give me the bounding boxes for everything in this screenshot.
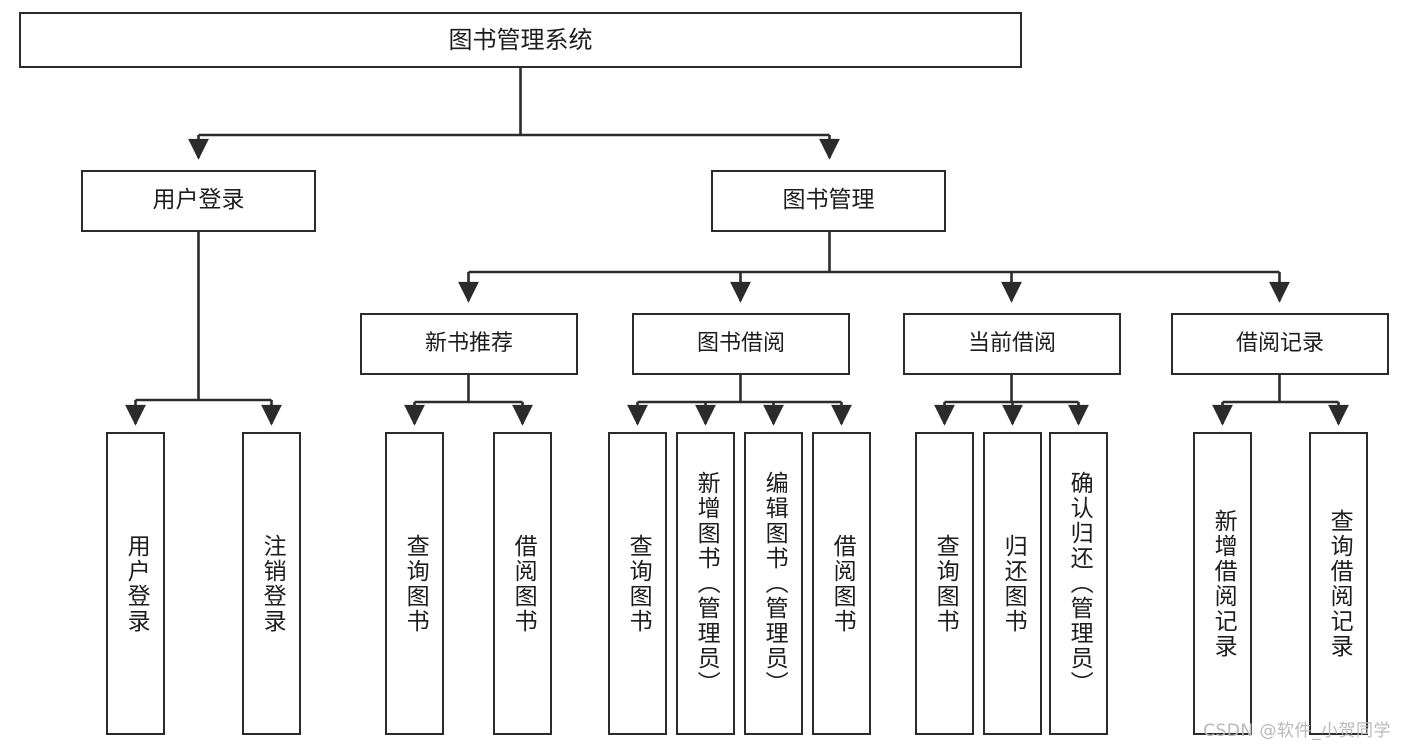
node-book-borrow[interactable]: 图书借阅 bbox=[632, 313, 850, 375]
node-label: 图书借阅 bbox=[696, 331, 785, 357]
node-label: 确认归还（管理员） bbox=[1066, 471, 1093, 696]
node-label: 借阅图书 bbox=[510, 533, 537, 634]
node-label: 查询图书 bbox=[625, 533, 652, 634]
node-label: 新书推荐 bbox=[424, 331, 513, 357]
leaf-borrow-borrow-book[interactable]: 借阅图书 bbox=[812, 432, 871, 735]
node-label: 新增图书（管理员） bbox=[693, 471, 720, 696]
node-label: 用户登录 bbox=[123, 533, 150, 634]
node-book-management[interactable]: 图书管理 bbox=[711, 170, 946, 232]
node-label: 借阅图书 bbox=[829, 533, 856, 634]
node-new-book-recommend[interactable]: 新书推荐 bbox=[360, 313, 578, 375]
node-label: 查询图书 bbox=[402, 533, 429, 634]
node-label: 新增借阅记录 bbox=[1210, 508, 1237, 659]
node-label: 图书管理 bbox=[782, 187, 875, 214]
node-label: 借阅记录 bbox=[1235, 331, 1324, 357]
leaf-borrow-query-book[interactable]: 查询图书 bbox=[608, 432, 667, 735]
leaf-user-login[interactable]: 用户登录 bbox=[106, 432, 165, 735]
node-current-borrow[interactable]: 当前借阅 bbox=[903, 313, 1121, 375]
leaf-record-query-borrow-record[interactable]: 查询借阅记录 bbox=[1309, 432, 1368, 735]
node-label: 查询图书 bbox=[932, 533, 959, 634]
node-label: 图书管理系统 bbox=[448, 25, 593, 54]
leaf-user-logout[interactable]: 注销登录 bbox=[242, 432, 301, 735]
node-root-system[interactable]: 图书管理系统 bbox=[19, 12, 1022, 68]
node-borrow-record[interactable]: 借阅记录 bbox=[1171, 313, 1389, 375]
node-label: 归还图书 bbox=[1000, 533, 1027, 634]
leaf-recommend-borrow-book[interactable]: 借阅图书 bbox=[493, 432, 552, 735]
leaf-borrow-edit-book-admin[interactable]: 编辑图书（管理员） bbox=[744, 432, 803, 735]
node-label: 注销登录 bbox=[259, 533, 286, 634]
node-label: 用户登录 bbox=[152, 187, 245, 214]
node-user-login[interactable]: 用户登录 bbox=[81, 170, 316, 232]
leaf-current-confirm-return-admin[interactable]: 确认归还（管理员） bbox=[1049, 432, 1108, 735]
node-label: 编辑图书（管理员） bbox=[761, 471, 788, 696]
node-label: 查询借阅记录 bbox=[1326, 508, 1353, 659]
csdn-watermark: CSDN @软件_小贺同学 bbox=[1203, 721, 1391, 741]
leaf-current-return-book[interactable]: 归还图书 bbox=[983, 432, 1042, 735]
leaf-current-query-book[interactable]: 查询图书 bbox=[915, 432, 974, 735]
leaf-borrow-add-book-admin[interactable]: 新增图书（管理员） bbox=[676, 432, 735, 735]
leaf-recommend-query-book[interactable]: 查询图书 bbox=[385, 432, 444, 735]
leaf-record-add-borrow-record[interactable]: 新增借阅记录 bbox=[1193, 432, 1252, 735]
node-label: 当前借阅 bbox=[967, 331, 1056, 357]
